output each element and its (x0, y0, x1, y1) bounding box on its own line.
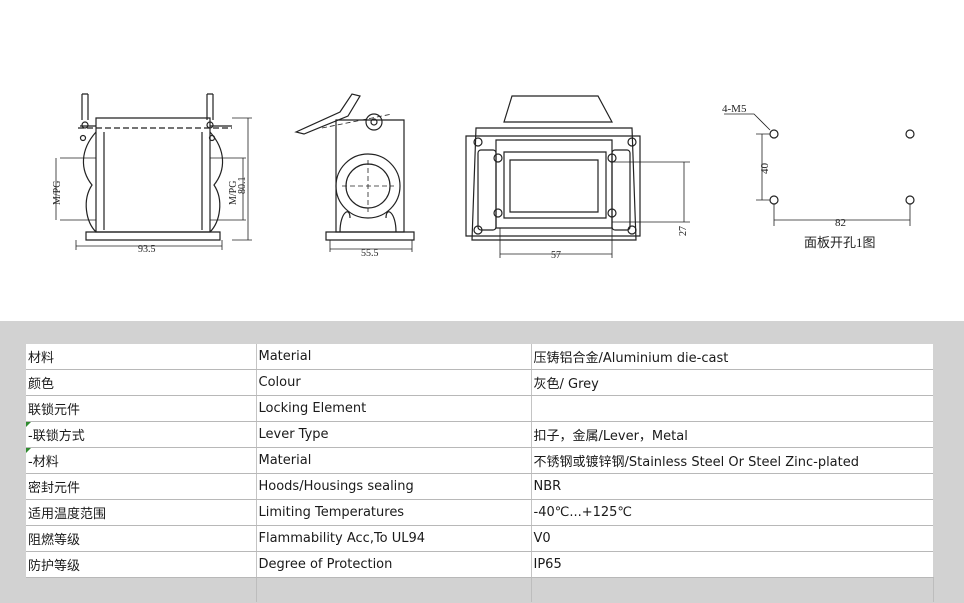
spec-label-zh: -联锁方式 (26, 421, 257, 448)
technical-drawing: M/PG M/PG 80.1 93.5 55.5 57 27 4-M5 40 8… (52, 93, 915, 261)
empty-cell (26, 577, 257, 602)
spec-label-zh: 密封元件 (26, 473, 257, 500)
front-view (55, 93, 252, 250)
table-row-empty (26, 577, 934, 602)
spec-value: 灰色/ Grey (531, 369, 933, 396)
spec-label-en: Lever Type (256, 421, 532, 448)
dim-width-side: 55.5 (361, 248, 379, 259)
side-view (294, 93, 415, 252)
spec-label-zh: 材料 (26, 344, 257, 370)
spec-label-en: Limiting Temperatures (256, 499, 532, 526)
top-view (465, 95, 690, 258)
spec-label-zh: 防护等级 (26, 551, 257, 578)
dim-mpg-left: M/PG (52, 181, 63, 205)
dim-width-top: 57 (551, 250, 561, 261)
spec-label-en: Material (256, 344, 532, 370)
dim-cutout-width: 82 (835, 217, 846, 229)
dim-mpg-right: M/PG (228, 181, 239, 205)
panel-cutout (724, 113, 915, 226)
spec-value: -40℃...+125℃ (531, 499, 933, 526)
spec-label-zh: 适用温度范围 (26, 499, 257, 526)
dim-width-front: 93.5 (138, 244, 156, 255)
spec-label-en: Degree of Protection (256, 551, 532, 578)
dim-height-front: 80.1 (237, 177, 248, 195)
spec-value: V0 (531, 525, 933, 552)
spec-label-en: Material (256, 447, 532, 474)
spec-value: 压铸铝合金/Aluminium die-cast (531, 344, 933, 370)
spec-label-en: Colour (256, 369, 532, 396)
spec-label-zh: -材料 (26, 447, 257, 474)
spec-label-zh: 阻燃等级 (26, 525, 257, 552)
spec-value: 不锈钢或镀锌钢/Stainless Steel Or Steel Zinc-pl… (531, 447, 933, 474)
dim-holes: 4-M5 (722, 103, 747, 115)
spec-value: NBR (531, 473, 933, 500)
spec-value: 扣子，金属/Lever，Metal (531, 421, 933, 448)
spec-label-en: Flammability Acc,To UL94 (256, 525, 532, 552)
spec-label-zh: 颜色 (26, 369, 257, 396)
spec-label-en: Hoods/Housings sealing (256, 473, 532, 500)
empty-cell (531, 577, 934, 602)
empty-cell (256, 577, 532, 602)
spec-label-en: Locking Element (256, 395, 532, 422)
spec-value (531, 395, 933, 422)
spec-value: IP65 (531, 551, 933, 578)
dim-height-top: 27 (678, 226, 689, 236)
dim-cutout-height: 40 (759, 163, 771, 175)
spec-label-zh: 联锁元件 (26, 395, 257, 422)
cutout-caption: 面板开孔1图 (804, 235, 876, 250)
